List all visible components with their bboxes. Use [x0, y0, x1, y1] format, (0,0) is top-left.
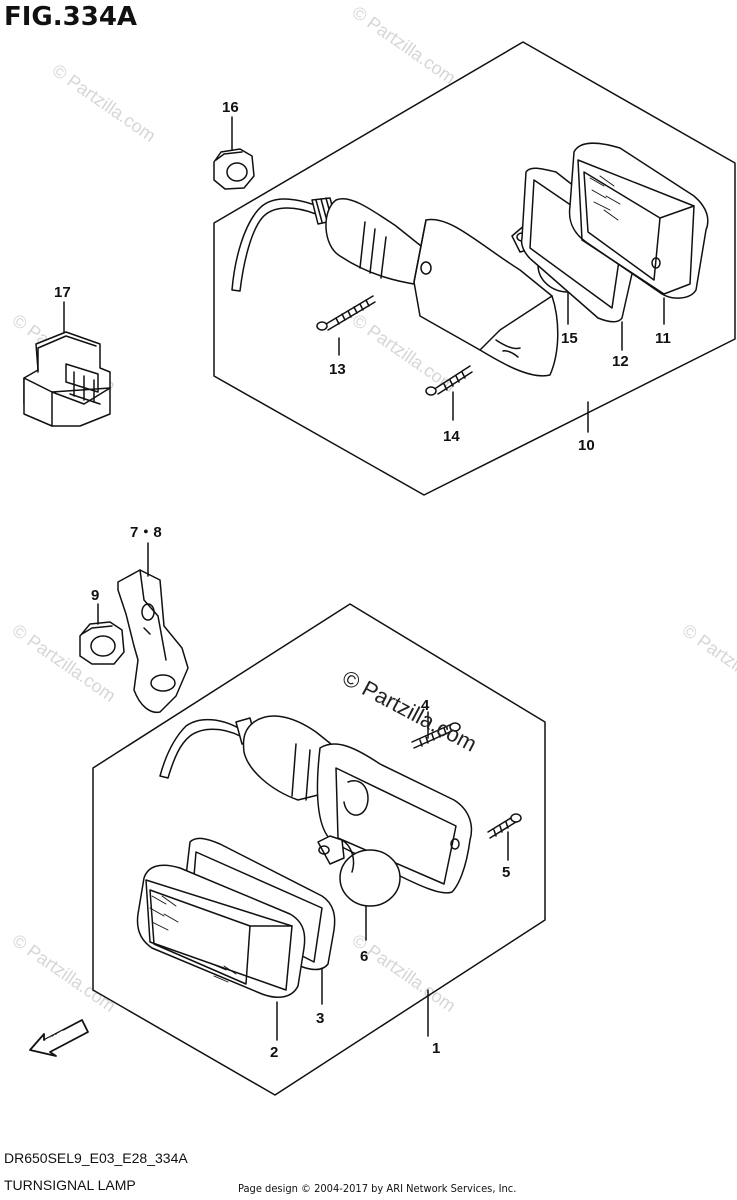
callout-5: 5: [502, 864, 510, 881]
callout-17: 17: [54, 284, 71, 301]
screw-part-14: [425, 365, 473, 396]
callout-12: 12: [612, 353, 629, 370]
callout-15: 15: [561, 330, 578, 347]
callout-16: 16: [222, 99, 239, 116]
callout-10: 10: [578, 437, 595, 454]
cable-upper: [231, 198, 319, 292]
callout-11: 11: [655, 330, 671, 347]
lamp-housing-upper: [325, 198, 559, 377]
assembly-box-1: [92, 603, 546, 1096]
nut-part-9: [79, 621, 125, 665]
lamp-housing-lower: [242, 715, 473, 894]
screw-part-5: [487, 813, 522, 839]
callout-13: 13: [329, 361, 346, 378]
part-name: TURNSIGNAL LAMP: [4, 1177, 136, 1193]
bulb-part-6: [317, 835, 401, 907]
nut-part-16: [213, 148, 255, 190]
cable-lower: [159, 718, 243, 779]
figure-title: FIG.334A: [4, 2, 138, 32]
lens-part-2: [136, 864, 306, 999]
fwd-arrow-icon: [29, 1019, 89, 1057]
callout-4: 4: [421, 697, 430, 714]
assembly-box-10: [213, 41, 736, 496]
bracket-part-7-8: [117, 569, 189, 714]
callout-6: 6: [360, 948, 368, 965]
callout-14: 14: [443, 428, 460, 445]
lens-part-11: [568, 142, 709, 299]
model-code: DR650SEL9_E03_E28_334A: [4, 1150, 188, 1166]
callout-9: 9: [91, 587, 99, 604]
callout-2: 2: [270, 1044, 278, 1061]
screw-part-4: [411, 722, 461, 749]
connector-part-17: [23, 331, 111, 427]
screw-part-13: [316, 295, 376, 331]
credit-line: Page design © 2004-2017 by ARI Network S…: [238, 1182, 517, 1195]
callout-3: 3: [316, 1010, 324, 1027]
callout-1: 1: [432, 1040, 440, 1057]
callout-7-8: 7・8: [130, 524, 162, 541]
